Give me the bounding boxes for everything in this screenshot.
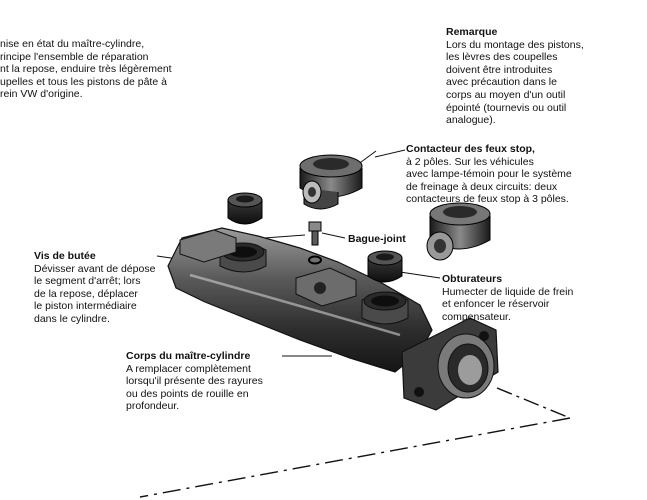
- corps-line: ou des points de rouille en: [126, 387, 249, 400]
- corps-line: profondeur.: [126, 400, 180, 413]
- obturateur-cap-right: [367, 250, 403, 283]
- stop-screw: [308, 221, 322, 246]
- axis-lines: [139, 387, 571, 498]
- intro-line: rincipe l'ensemble de réparation: [0, 50, 149, 63]
- remarque-line: Lors du montage des pistons,: [446, 38, 584, 51]
- obturateurs-label: Obturateurs Humecter de liquide de frein…: [442, 273, 642, 323]
- vis-line: le piston intermédiaire: [34, 300, 137, 313]
- vis-line: de la repose, déplacer: [34, 287, 138, 300]
- intro-line: nise en état du maître-cylindre,: [0, 38, 145, 50]
- vis-line: Dévisser avant de dépose: [34, 262, 156, 275]
- bague-label: Bague-joint: [348, 233, 406, 246]
- vis-label: Vis de butée Dévisser avant de dépose le…: [34, 250, 174, 326]
- contacteur-line: avec lampe-témoin pour le système: [406, 168, 572, 181]
- obturateurs-line: et enfoncer le réservoir: [442, 298, 550, 311]
- corps-title: Corps du maître-cylindre: [126, 350, 251, 362]
- leader-obturateurs: [399, 271, 441, 279]
- obturateurs-line: compensateur.: [442, 310, 511, 323]
- obturateur-cap-left: [227, 192, 263, 225]
- remarque-line: doivent être introduites: [446, 63, 553, 76]
- vis-title: Vis de butée: [34, 250, 96, 262]
- remarque-line: avec précaution dans le: [446, 76, 557, 89]
- remarque-note: Remarque Lors du montage des pistons, le…: [446, 26, 646, 127]
- leader-contacteur: [374, 149, 406, 158]
- contacteur-line: contacteurs de feux stop à 3 pôles.: [406, 193, 569, 206]
- seal-ring: [308, 255, 322, 265]
- contacteur-line: de freinage à deux circuits: deux: [406, 180, 558, 193]
- intro-text: nise en état du maître-cylindre, rincipe…: [0, 38, 200, 101]
- intro-line: rein VW d'origine.: [0, 88, 83, 101]
- vis-line: dans le cylindre.: [34, 312, 110, 325]
- intro-line: nt la repose, enduire très légèrement: [0, 63, 172, 76]
- corps-line: A remplacer complètement: [126, 362, 251, 375]
- obturateurs-line: Humecter de liquide de frein: [442, 285, 574, 298]
- corps-line: lorsqu'il présente des rayures: [126, 375, 263, 388]
- remarque-title: Remarque: [446, 26, 498, 38]
- bague-title: Bague-joint: [348, 233, 406, 245]
- remarque-line: les lèvres des coupelles: [446, 51, 558, 64]
- stop-switch-lower: [426, 202, 491, 261]
- remarque-line: analogue).: [446, 114, 496, 127]
- corps-label: Corps du maître-cylindre A remplacer com…: [126, 350, 296, 413]
- intro-line: upelles et tous les pistons de pâte à: [0, 75, 167, 88]
- remarque-line: corps au moyen d'un outil: [446, 88, 566, 101]
- cylinder-body: [167, 227, 499, 411]
- leader-bague: [321, 232, 346, 239]
- contacteur-title: Contacteur des feux stop,: [406, 143, 535, 155]
- contacteur-label: Contacteur des feux stop, à 2 pôles. Sur…: [406, 143, 644, 206]
- stop-switch-upper: [299, 154, 363, 210]
- obturateurs-title: Obturateurs: [442, 273, 503, 285]
- remarque-line: épointé (tournevis ou outil: [446, 101, 567, 114]
- vis-line: le segment d'arrêt; lors: [34, 275, 141, 288]
- contacteur-line: à 2 pôles. Sur les véhicules: [406, 155, 534, 168]
